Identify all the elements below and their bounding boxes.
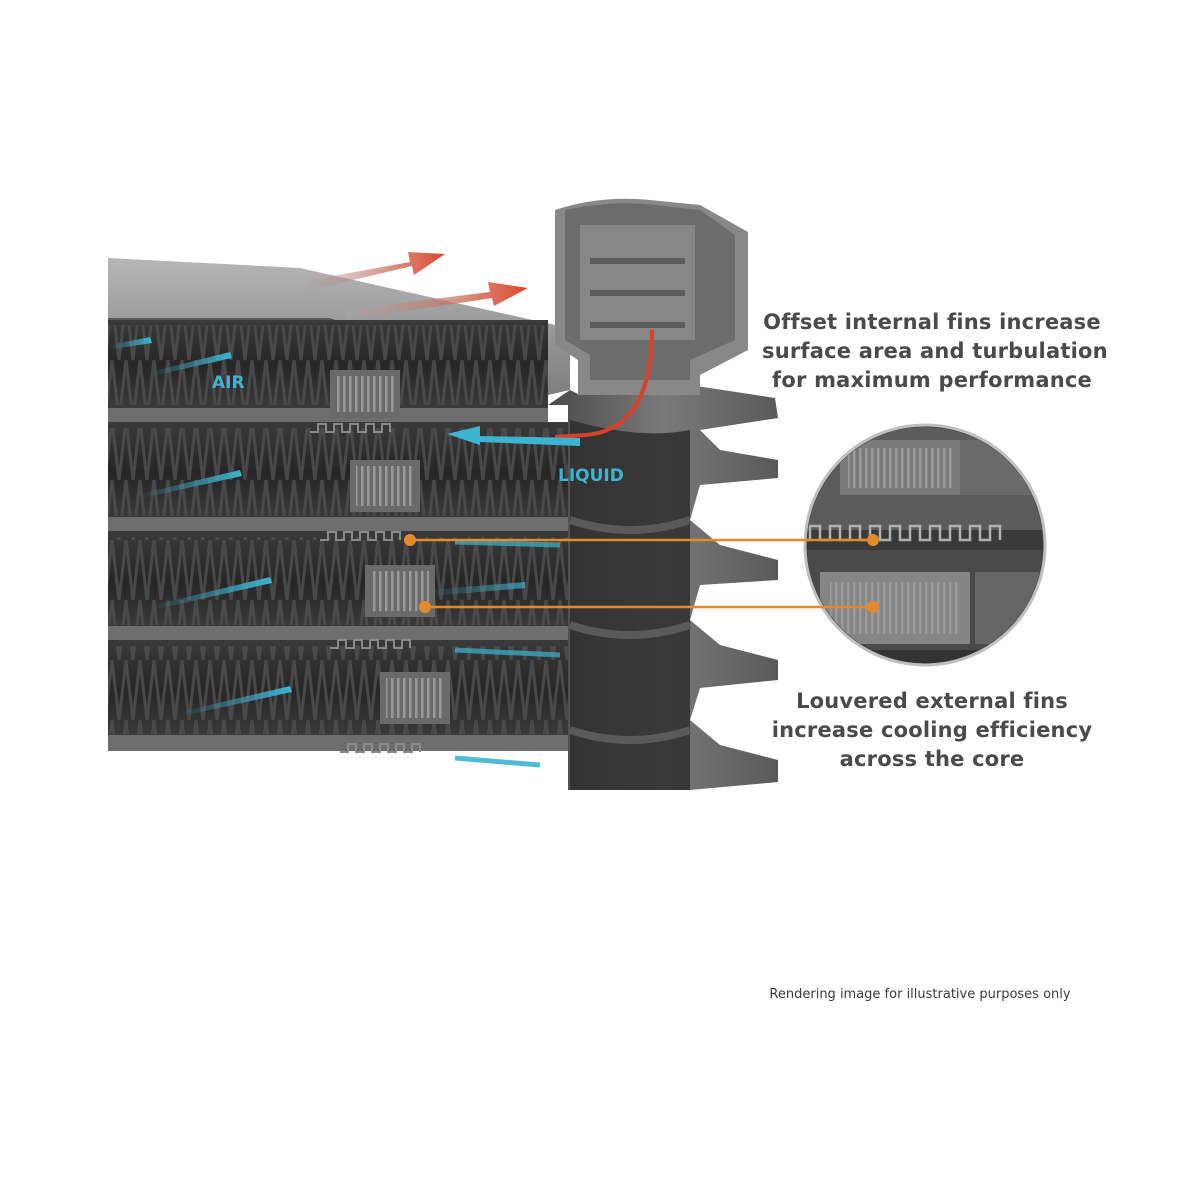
liquid-flow-streak: [454, 539, 561, 548]
heat-flow-arrow-icon: [345, 282, 528, 320]
heat-flow: [300, 205, 657, 790]
callout-internal-fins-line-1: Offset internal fins increase: [763, 310, 1101, 334]
callout-external-fins-line-1: Louvered external fins: [796, 689, 1068, 713]
air-flow-streak: [150, 577, 272, 610]
callout-internal-fins-line-3: for maximum performance: [772, 368, 1092, 392]
air-flow-streak: [150, 352, 232, 376]
zoom-detail-circle: [803, 423, 1047, 667]
heat-flow-arrow-icon: [300, 252, 445, 292]
liquid-flow: [447, 426, 580, 768]
callout-internal-fins-line-2: surface area and turbulation: [762, 339, 1108, 363]
callout-dot-icon: [867, 534, 879, 546]
core-row-2: [108, 422, 568, 531]
air-flow-streak: [110, 337, 152, 349]
fitting-boss: [555, 198, 748, 395]
offset-fin-strips: [310, 423, 421, 753]
side-tank: [548, 385, 778, 790]
air-flow-arrow-icon: [447, 426, 580, 446]
disclaimer-text: Rendering image for illustrative purpose…: [769, 987, 1071, 1002]
callout-external-fins-line-2: increase cooling efficiency: [771, 718, 1093, 742]
core-row-3: [108, 531, 568, 640]
callout-external-fins: Louvered external fins increase cooling …: [762, 687, 1102, 774]
air-flow-streak: [430, 582, 525, 596]
heat-flow-branch: [554, 329, 654, 439]
callout-external-fins-line-3: across the core: [839, 747, 1025, 771]
callout-internal-fins: Offset internal fins increase surface ar…: [762, 308, 1108, 395]
air-flow-streak: [180, 686, 292, 716]
liquid-flow-streak: [454, 755, 541, 768]
callout-dot-icon: [404, 534, 416, 546]
air-flow-streak: [140, 470, 242, 498]
air-flow: [110, 337, 525, 716]
callout-dot-icon: [419, 601, 431, 613]
callout-dot-icon: [867, 601, 879, 613]
liquid-flow-streak: [454, 647, 561, 658]
leader-lines: [404, 534, 879, 613]
liquid-label: LIQUID: [558, 466, 624, 486]
louver-blocks: [330, 370, 450, 724]
core-row-4: [108, 640, 568, 751]
air-label: AIR: [212, 373, 245, 393]
cooler-core: [108, 320, 568, 753]
